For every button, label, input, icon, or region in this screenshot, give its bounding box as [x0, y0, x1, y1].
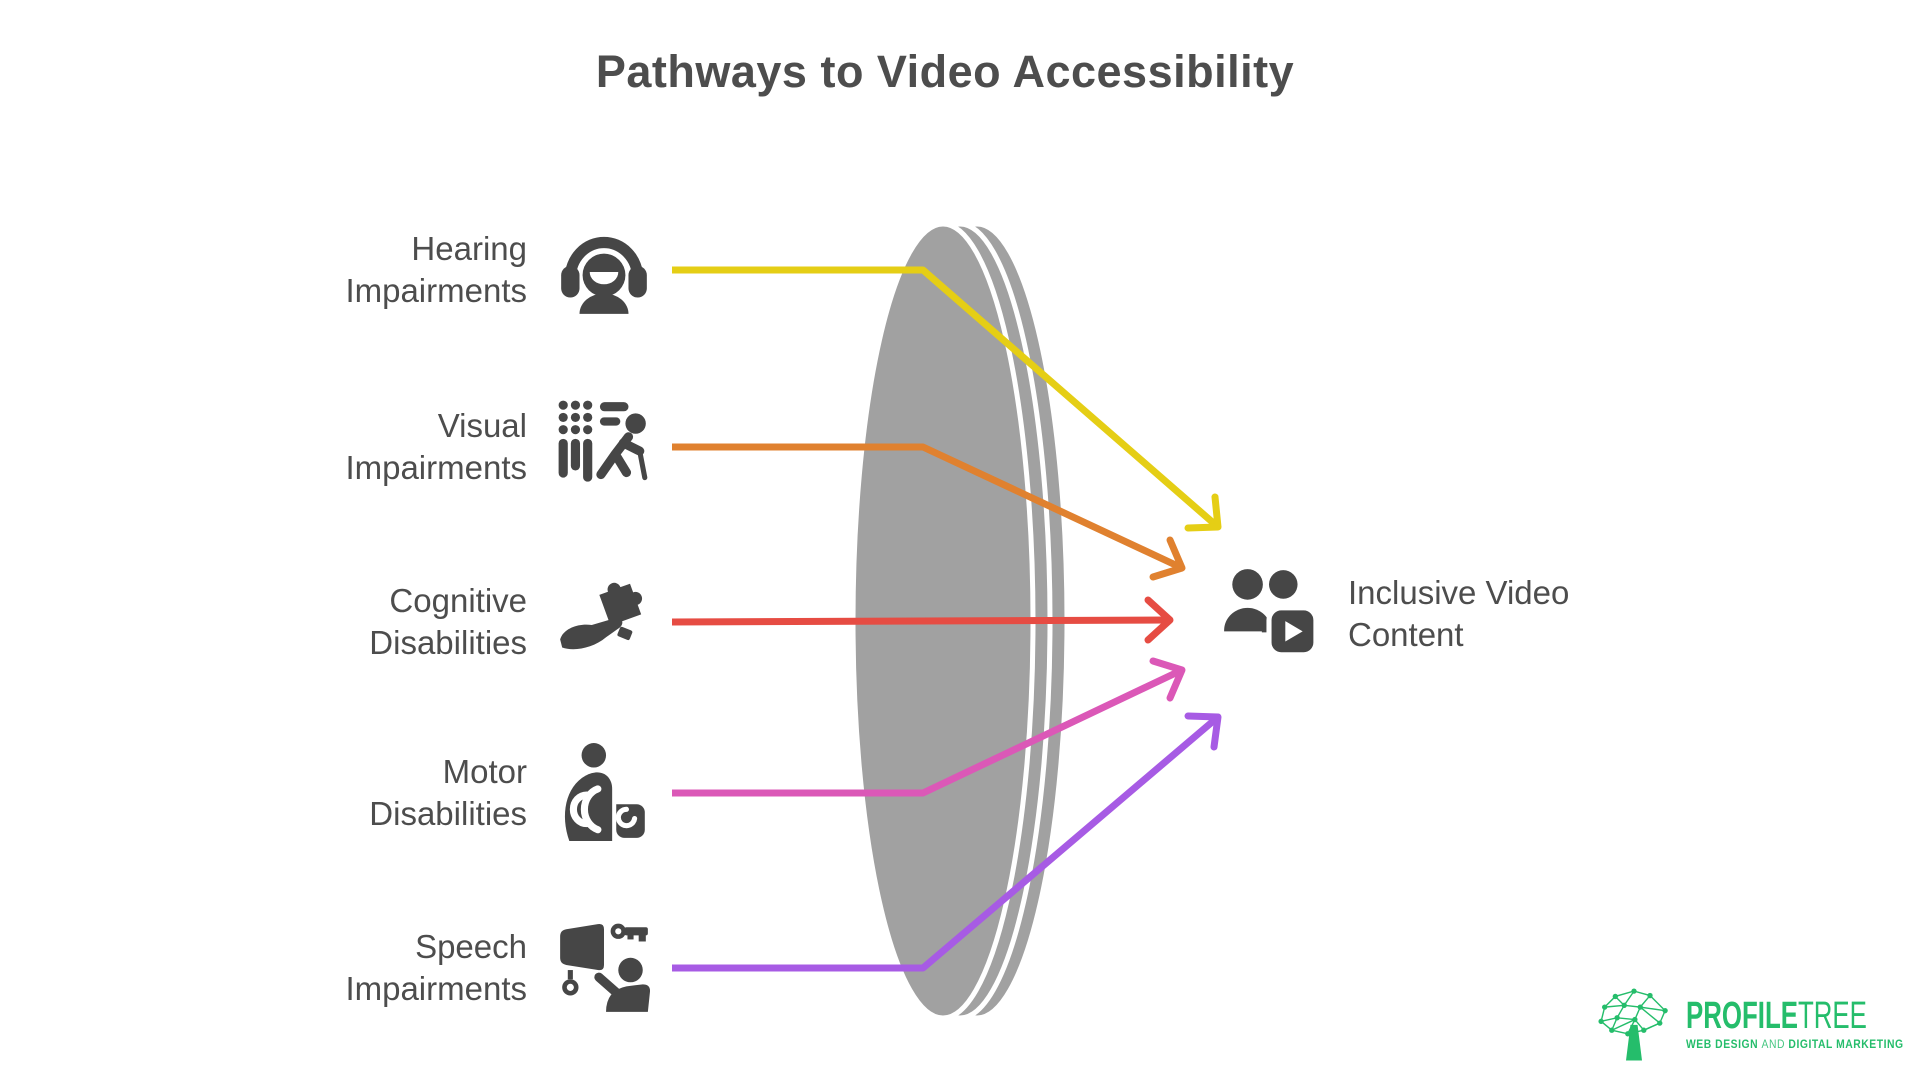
motor-disabilities-icon [564, 743, 645, 841]
pathway-label-line2: Impairments [345, 449, 527, 486]
arrow-speech [672, 712, 1222, 972]
pathway-label: Motor Disabilities [369, 751, 527, 835]
target-inclusive-video-content: Inclusive Video Content [1218, 563, 1569, 665]
pathway-row-speech: Speech Impairments [150, 908, 655, 1028]
pathway-label-line2: Impairments [345, 272, 527, 309]
pathway-label-line1: Speech [415, 928, 527, 965]
arrow-cognitive [671, 596, 1174, 644]
logo-tagline: WEB DESIGN AND DIGITAL MARKETING [1686, 1039, 1920, 1051]
pathway-label: Cognitive Disabilities [369, 580, 527, 664]
pathway-label: Hearing Impairments [345, 228, 527, 312]
arrow-hearing [672, 266, 1222, 532]
pathway-row-hearing: Hearing Impairments [150, 210, 655, 330]
pathway-label-line1: Visual [437, 407, 527, 444]
profiletree-tree-icon [1598, 988, 1668, 1061]
speech-impairments-icon [560, 923, 651, 1012]
pathway-label-line1: Hearing [411, 230, 527, 267]
hearing-impairments-icon [561, 236, 647, 314]
logo-tagline-and: AND [1761, 1039, 1786, 1051]
visual-impairments-icon [558, 400, 648, 482]
pathway-row-cognitive: Cognitive Disabilities [150, 562, 655, 682]
pathway-label-line1: Cognitive [389, 582, 527, 619]
profiletree-logo: PROFILETREE WEB DESIGN AND DIGITAL MARKE… [1590, 984, 1920, 1064]
profiletree-wordmark: PROFILETREE WEB DESIGN AND DIGITAL MARKE… [1686, 997, 1920, 1051]
logo-brand-primary: PROFILE [1686, 995, 1798, 1037]
logo-brand-secondary: TREE [1797, 995, 1867, 1037]
target-label-line1: Inclusive Video [1348, 574, 1570, 611]
pathway-label-line1: Motor [442, 753, 527, 790]
pathway-label-line2: Disabilities [369, 624, 527, 661]
pathway-row-visual: Visual Impairments [150, 387, 655, 507]
target-label-line2: Content [1348, 616, 1464, 653]
pathway-label: Speech Impairments [345, 926, 527, 1010]
page-title: Pathways to Video Accessibility [595, 46, 1295, 97]
logo-tagline-part1: WEB DESIGN [1686, 1039, 1759, 1051]
pathway-label-line2: Disabilities [369, 795, 527, 832]
inclusive-video-content-icon [1224, 569, 1319, 658]
arrow-motor [672, 657, 1186, 797]
arrow-visual [672, 443, 1186, 581]
logo-tagline-part2: DIGITAL MARKETING [1788, 1039, 1904, 1051]
target-label: Inclusive Video Content [1348, 572, 1569, 656]
cognitive-disabilities-icon [560, 582, 643, 650]
pathway-label: Visual Impairments [345, 405, 527, 489]
pathway-row-motor: Motor Disabilities [150, 733, 655, 853]
pathway-label-line2: Impairments [345, 970, 527, 1007]
logo-brand: PROFILETREE [1686, 997, 1867, 1035]
